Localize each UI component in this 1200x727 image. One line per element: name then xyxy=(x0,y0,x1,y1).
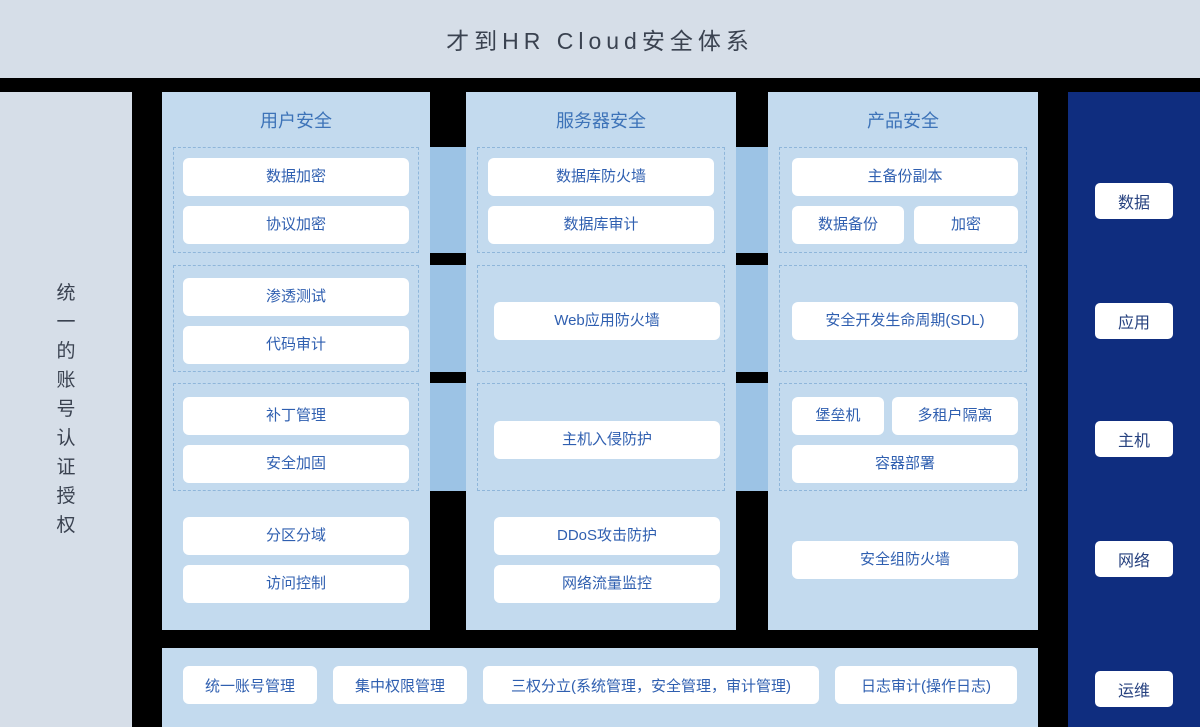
layer-badge-data[interactable]: 数据 xyxy=(1095,183,1173,219)
box-partition-zoning[interactable]: 分区分域 xyxy=(183,517,409,555)
column-server-security: 服务器安全 数据库防火墙 数据库审计 Web应用防火墙 主机入侵防护 DDoS攻… xyxy=(466,92,736,630)
box-sdl[interactable]: 安全开发生命周期(SDL) xyxy=(792,302,1018,340)
box-network-traffic-monitoring[interactable]: 网络流量监控 xyxy=(494,565,720,603)
box-centralized-permission-management[interactable]: 集中权限管理 xyxy=(333,666,467,704)
column-product-security: 产品安全 主备份副本 数据备份 加密 安全开发生命周期(SDL) 堡垒机 多租户… xyxy=(768,92,1038,630)
layer-badge-application[interactable]: 应用 xyxy=(1095,303,1173,339)
right-panel-layers: 数据 应用 主机 网络 运维 xyxy=(1068,92,1200,727)
box-encryption[interactable]: 加密 xyxy=(914,206,1018,244)
box-code-audit[interactable]: 代码审计 xyxy=(183,326,409,364)
box-ddos-protection[interactable]: DDoS攻击防护 xyxy=(494,517,720,555)
box-security-group-firewall[interactable]: 安全组防火墙 xyxy=(792,541,1018,579)
box-unified-account-management[interactable]: 统一账号管理 xyxy=(183,666,317,704)
layer-badge-operations[interactable]: 运维 xyxy=(1095,671,1173,707)
box-container-deployment[interactable]: 容器部署 xyxy=(792,445,1018,483)
box-host-intrusion-prevention[interactable]: 主机入侵防护 xyxy=(494,421,720,459)
column-title-user-security: 用户安全 xyxy=(260,110,332,131)
box-log-audit[interactable]: 日志审计(操作日志) xyxy=(835,666,1017,704)
box-multi-tenant-isolation[interactable]: 多租户隔离 xyxy=(892,397,1018,435)
column-user-security: 用户安全 数据加密 协议加密 渗透测试 代码审计 补丁管理 安全加固 分区分域 … xyxy=(162,92,430,630)
box-protocol-encryption[interactable]: 协议加密 xyxy=(183,206,409,244)
box-primary-backup-replica[interactable]: 主备份副本 xyxy=(792,158,1018,196)
layer-badge-host[interactable]: 主机 xyxy=(1095,421,1173,457)
layer-badge-network[interactable]: 网络 xyxy=(1095,541,1173,577)
box-separation-of-three-powers[interactable]: 三权分立(系统管理，安全管理，审计管理) xyxy=(483,666,819,704)
box-database-firewall[interactable]: 数据库防火墙 xyxy=(488,158,714,196)
column-title-product-security: 产品安全 xyxy=(867,110,939,131)
box-web-application-firewall[interactable]: Web应用防火墙 xyxy=(494,302,720,340)
box-bastion-host[interactable]: 堡垒机 xyxy=(792,397,884,435)
left-panel-unified-account: 统一的账号认证授权 xyxy=(0,92,132,727)
left-panel-label: 统一的账号认证授权 xyxy=(56,283,76,536)
title-bar: 才到HR Cloud安全体系 xyxy=(0,0,1200,78)
column-title-server-security: 服务器安全 xyxy=(556,110,646,131)
box-data-encryption[interactable]: 数据加密 xyxy=(183,158,409,196)
page-title: 才到HR Cloud安全体系 xyxy=(446,28,754,54)
box-data-backup[interactable]: 数据备份 xyxy=(792,206,904,244)
bottom-panel-account-management: 统一账号管理 集中权限管理 三权分立(系统管理，安全管理，审计管理) 日志审计(… xyxy=(162,648,1038,727)
box-database-audit[interactable]: 数据库审计 xyxy=(488,206,714,244)
box-patch-management[interactable]: 补丁管理 xyxy=(183,397,409,435)
box-access-control[interactable]: 访问控制 xyxy=(183,565,409,603)
box-security-hardening[interactable]: 安全加固 xyxy=(183,445,409,483)
box-penetration-test[interactable]: 渗透测试 xyxy=(183,278,409,316)
